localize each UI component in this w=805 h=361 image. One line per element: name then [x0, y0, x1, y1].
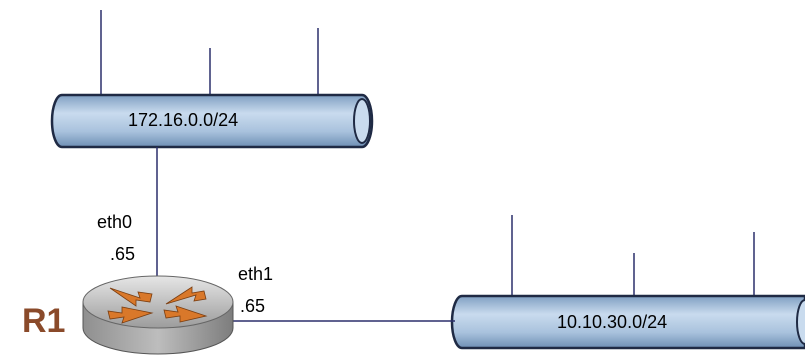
router-name-label: R1 [22, 302, 66, 340]
interface-address-eth1: .65 [240, 296, 266, 316]
network-label-bottom: 10.10.30.0/24 [557, 312, 668, 332]
network-segment-top [50, 93, 374, 149]
interface-address-eth0: .65 [110, 244, 136, 264]
network-label-top: 172.16.0.0/24 [128, 110, 239, 130]
top-network-hosts [100, 10, 319, 97]
bottom-network-hosts [511, 215, 755, 297]
router-icon [82, 275, 234, 355]
router-arrows-icon [107, 286, 208, 324]
interface-name-eth0: eth0 [97, 212, 133, 232]
network-segment-bottom [450, 294, 805, 350]
interface-name-eth1: eth1 [238, 264, 274, 284]
